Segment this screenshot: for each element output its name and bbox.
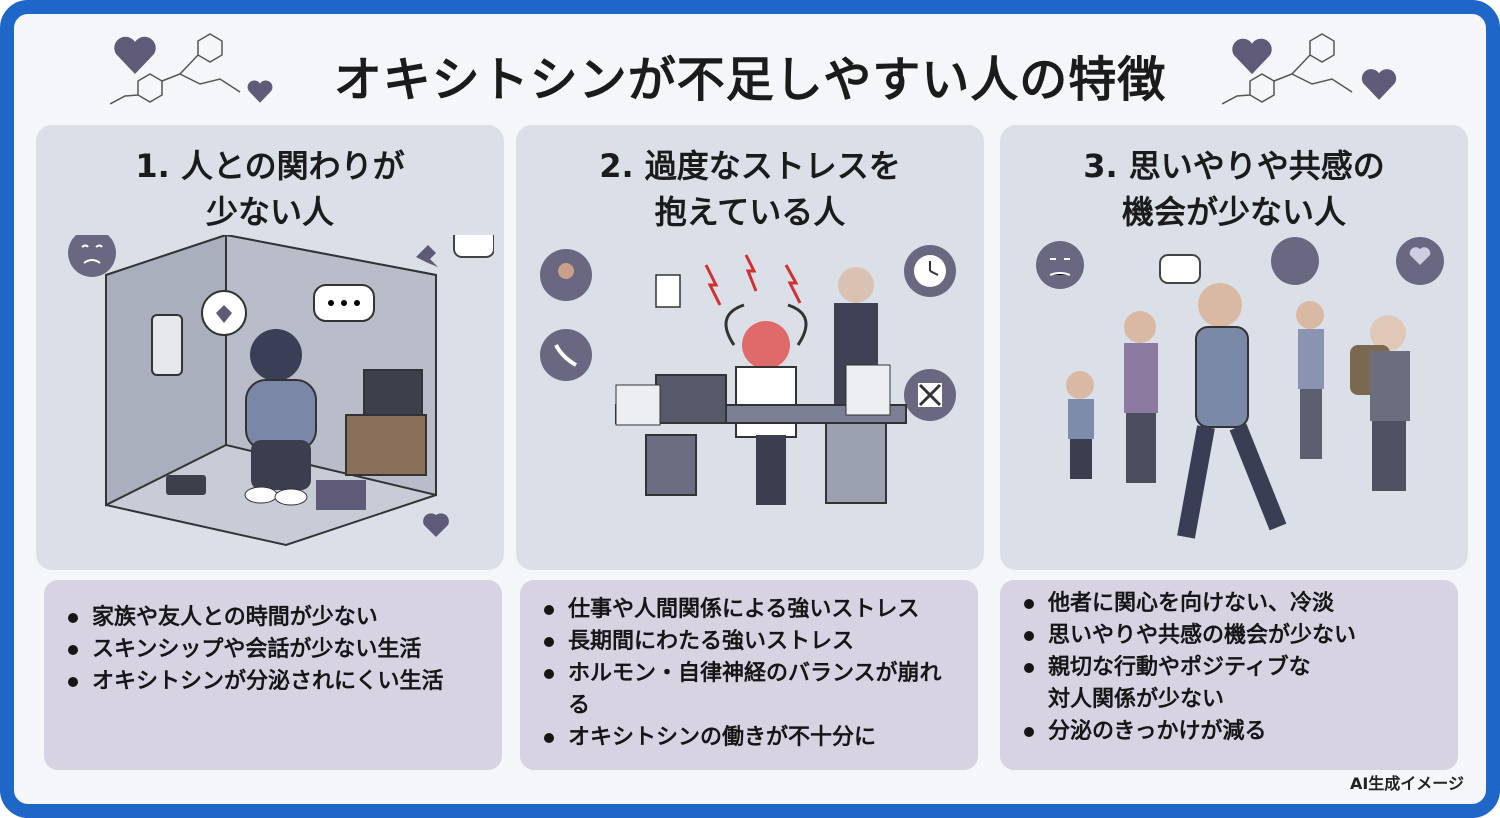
list-item: 他者に関心を向けない、冷淡: [1018, 588, 1440, 620]
heart-icon: [1232, 38, 1272, 75]
bullet-box-1: 家族や友人との時間が少ない スキンシップや会話が少ない生活 オキシトシンが分泌さ…: [44, 580, 502, 770]
panel-title: 3. 思いやりや共感の 機会が少ない人: [1083, 147, 1385, 231]
molecule-icon: [110, 33, 241, 105]
list-item: 親切な行動やポジティブな: [1018, 652, 1440, 684]
list-item: 思いやりや共感の機会が少ない: [1018, 620, 1440, 652]
list-item: スキンシップや会話が少ない生活: [62, 634, 484, 666]
list-item-continuation: 対人関係が少ない: [1048, 687, 1225, 712]
panel-title: 2. 過度なストレスを 抱えている人: [599, 147, 901, 231]
list-item: 長期間にわたる強いストレス: [538, 626, 960, 658]
stressed-office-illustration: [540, 245, 956, 505]
panel-3: 3. 思いやりや共感の 機会が少ない人: [1000, 125, 1468, 570]
heart-icon: [114, 36, 156, 74]
bullet-box-2: 仕事や人間関係による強いストレス 長期間にわたる強いストレス ホルモン・自律神経…: [520, 580, 978, 770]
list-item: オキシトシンの働きが不十分に: [538, 722, 960, 754]
indifference-illustration: [1036, 237, 1444, 539]
list-item: オキシトシンが分泌されにくい生活: [62, 666, 484, 698]
ai-generated-note: AI生成イメージ: [1349, 774, 1464, 793]
molecule-icon: [1222, 33, 1353, 105]
panel-1: 1. 人との関わりが 少ない人: [36, 125, 504, 570]
list-item: 分泌のきっかけが減る: [1018, 716, 1440, 748]
list-item: 仕事や人間関係による強いストレス: [538, 594, 960, 626]
heart-icon: [247, 80, 273, 103]
list-item: ホルモン・自律神経のバランスが崩れる: [538, 658, 960, 722]
lonely-person-illustration: [68, 235, 494, 547]
panel-title: 1. 人との関わりが 少ない人: [135, 147, 405, 231]
bullet-box-3: 他者に関心を向けない、冷淡 思いやりや共感の機会が少ない 親切な行動やポジティブ…: [1000, 580, 1458, 770]
heart-icon: [1361, 69, 1397, 100]
list-item: 家族や友人との時間が少ない: [62, 602, 484, 634]
panel-2: 2. 過度なストレスを 抱えている人: [516, 125, 984, 570]
page-title: オキシトシンが不足しやすい人の特徴: [333, 52, 1167, 108]
